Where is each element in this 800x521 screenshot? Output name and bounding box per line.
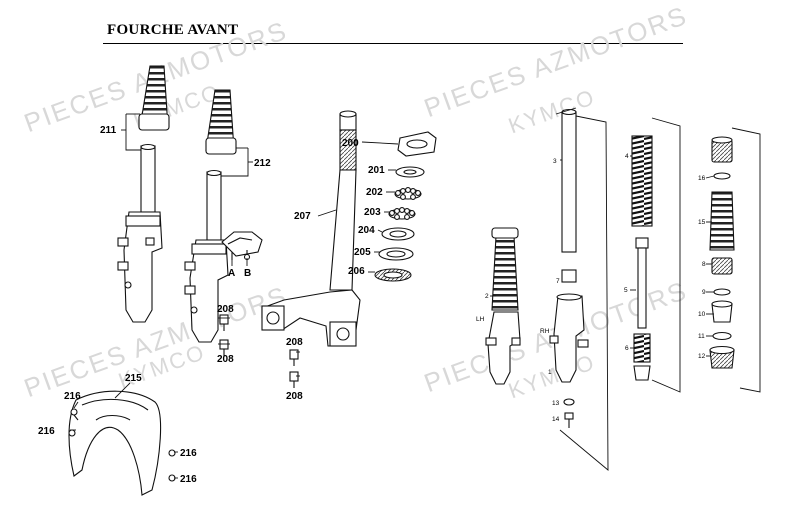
part-label-14: 14: [552, 416, 560, 423]
part-label-11: 11: [698, 333, 705, 340]
exploded-view-frames: [555, 107, 761, 471]
part-label-9: 9: [702, 289, 706, 296]
part-label-3: 3: [553, 158, 557, 165]
page-title: FOURCHE AVANT: [107, 22, 239, 38]
part-label-lh: LH: [476, 316, 485, 323]
fork-boot-2: [491, 227, 519, 311]
part-label-215: 215: [125, 373, 142, 384]
part-label-201: 201: [368, 165, 385, 176]
steering-head-parts: [374, 131, 437, 282]
part-label-216: 216: [180, 448, 197, 459]
fork-slider-lh: [485, 311, 521, 385]
front-fender-215: [68, 390, 162, 496]
part-label-208: 208: [286, 337, 303, 348]
part-label-8: 8: [702, 261, 706, 268]
part-label-7: 7: [556, 278, 560, 285]
part-label-216: 216: [64, 391, 81, 402]
fork-cap-column: [709, 136, 735, 369]
part-label-rh: RH: [540, 328, 550, 335]
part-label-202: 202: [366, 187, 383, 198]
bolt-208-group: [219, 314, 299, 388]
fork-leg-212: [184, 169, 229, 343]
fork-boot-211: [138, 65, 170, 131]
part-label-203: 203: [364, 207, 381, 218]
part-label-a: A: [228, 268, 235, 279]
part-label-206: 206: [348, 266, 365, 277]
part-label-6: 6: [625, 345, 629, 352]
fork-slider-rh: [549, 293, 589, 383]
washer-13: [563, 398, 575, 406]
part-label-208: 208: [217, 304, 234, 315]
part-label-208: 208: [286, 391, 303, 402]
part-label-2: 2: [485, 293, 489, 300]
clip-part-a-b: [221, 231, 263, 261]
outer-tube-3: [561, 108, 577, 253]
damper-rod-5: [635, 237, 649, 329]
part-label-204: 204: [358, 225, 375, 236]
part-label-208: 208: [217, 354, 234, 365]
rebound-spring-6: [633, 333, 651, 381]
fork-leg-211: [117, 143, 163, 323]
part-label-10: 10: [698, 311, 706, 318]
part-label-216: 216: [38, 426, 55, 437]
bolt-14: [564, 412, 574, 428]
part-label-216: 216: [180, 474, 197, 485]
part-label-212: 212: [254, 158, 271, 169]
part-label-13: 13: [552, 400, 560, 407]
fork-spring-4: [631, 135, 653, 227]
part-label-16: 16: [698, 175, 706, 182]
part-label-200: 200: [342, 138, 359, 149]
part-label-b: B: [244, 268, 251, 279]
part-label-4: 4: [625, 153, 629, 160]
part-label-1: 1: [548, 369, 552, 376]
part-label-5: 5: [624, 287, 628, 294]
part-label-15: 15: [698, 219, 706, 226]
seal-7: [561, 269, 577, 283]
part-label-12: 12: [698, 353, 706, 360]
fork-boot-212: [205, 89, 237, 155]
title-underline: [103, 43, 683, 44]
part-label-207: 207: [294, 211, 311, 222]
part-label-205: 205: [354, 247, 371, 258]
part-label-211: 211: [100, 125, 117, 136]
screw-216-group: [68, 408, 176, 482]
steering-stem-207: [261, 110, 361, 347]
leader-lines: [70, 113, 715, 479]
